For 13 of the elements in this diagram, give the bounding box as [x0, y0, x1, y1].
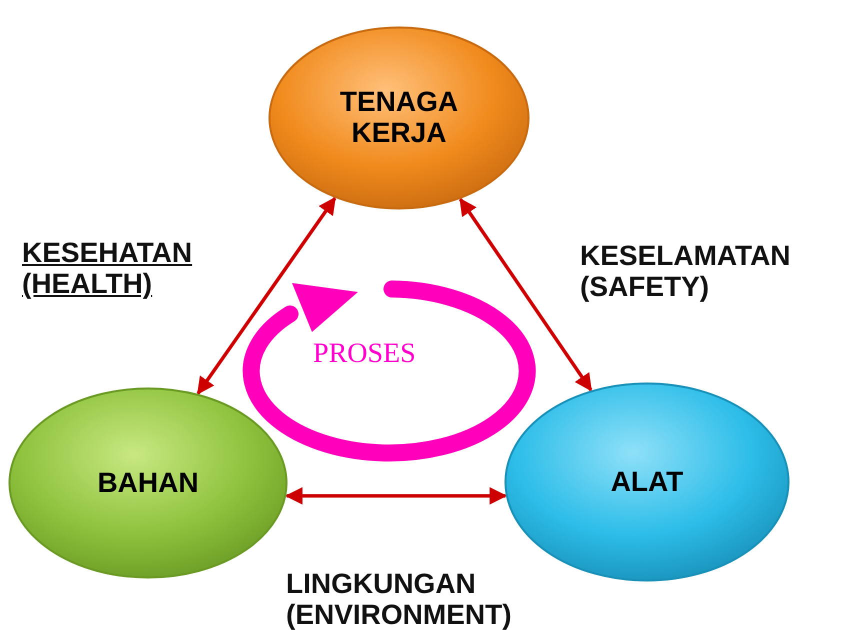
edge-label: KESEHATAN (HEALTH): [22, 237, 194, 300]
node-label: TENAGA KERJA: [338, 87, 460, 149]
double-arrow: [284, 487, 508, 505]
ellipse-node: [8, 387, 288, 579]
node-label: BAHAN: [96, 468, 200, 498]
edge-label: KESELAMATAN (SAFETY): [580, 240, 792, 303]
process-label: PROSES: [313, 338, 416, 370]
double-arrow: [458, 198, 592, 392]
edge-label: LINGKUNGAN (ENVIRONMENT): [286, 568, 513, 630]
ellipse-node: [504, 382, 790, 582]
double-arrow: [196, 196, 336, 395]
node-label: ALAT: [610, 466, 684, 498]
ellipse-node: [268, 26, 530, 210]
